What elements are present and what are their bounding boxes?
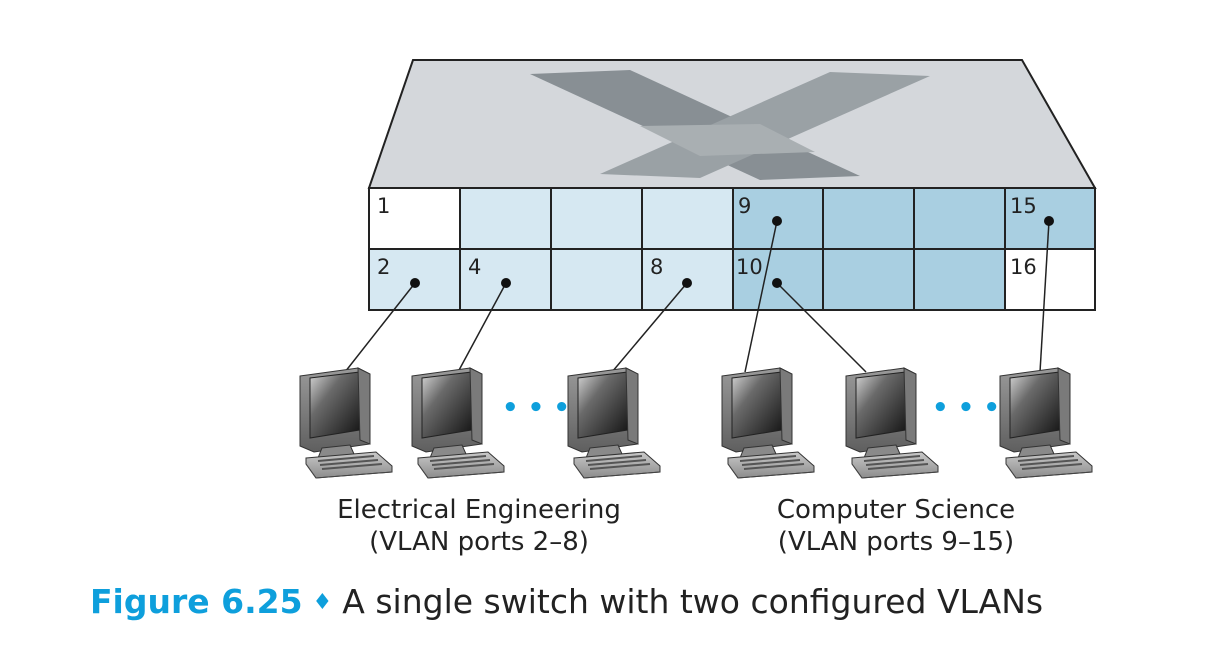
- figure-caption: Figure 6.25 ♦ A single switch with two con…: [90, 582, 1043, 621]
- port-panel: 1 2 4 8 9 10 15 16: [368, 187, 1096, 311]
- figure-number: Figure 6.25: [90, 582, 303, 621]
- ee-group-label: Electrical Engineering (VLAN ports 2–8): [299, 494, 659, 558]
- cs-group-name: Computer Science: [776, 495, 1016, 525]
- port-dot-9: [772, 216, 782, 226]
- port-16: [1004, 248, 1096, 311]
- cable-port-10: [776, 282, 867, 373]
- computer-icon: [299, 367, 393, 479]
- port-13: [913, 187, 1006, 250]
- caption-text: A single switch with two configured VLAN…: [342, 582, 1044, 621]
- port-label-1: 1: [377, 194, 390, 218]
- port-label-2: 2: [377, 255, 390, 279]
- ee-ellipsis: • • •: [502, 393, 570, 423]
- port-5: [550, 187, 643, 250]
- cable-port-15: [1039, 220, 1050, 373]
- port-label-10: 10: [736, 255, 763, 279]
- port-label-4: 4: [468, 255, 481, 279]
- port-7: [641, 187, 734, 250]
- port-dot-10: [772, 278, 782, 288]
- cs-ellipsis: • • •: [932, 393, 1000, 423]
- caption-separator-icon: ♦: [312, 590, 333, 615]
- port-dot-2: [410, 278, 420, 288]
- cs-group-ports: (VLAN ports 9–15): [777, 527, 1015, 557]
- cable-port-8: [611, 282, 688, 373]
- ee-group-name: Electrical Engineering: [337, 495, 621, 525]
- cable-port-4: [457, 282, 507, 373]
- port-12: [822, 248, 915, 311]
- port-label-16: 16: [1010, 255, 1037, 279]
- switch-crossbar-icon: [530, 70, 930, 180]
- port-dot-8: [682, 278, 692, 288]
- port-3: [459, 187, 552, 250]
- port-dot-4: [501, 278, 511, 288]
- port-dot-15: [1044, 216, 1054, 226]
- cable-port-2: [344, 282, 416, 373]
- cable-port-9: [744, 220, 778, 373]
- port-11: [822, 187, 915, 250]
- computer-icon: [411, 367, 505, 479]
- ee-group-ports: (VLAN ports 2–8): [369, 527, 589, 557]
- port-label-9: 9: [738, 194, 751, 218]
- computer-icon: [845, 367, 939, 479]
- computer-icon: [721, 367, 815, 479]
- port-6: [550, 248, 643, 311]
- computer-icon: [567, 367, 661, 479]
- cables: [344, 220, 1050, 373]
- port-14: [913, 248, 1006, 311]
- port-label-15: 15: [1010, 194, 1037, 218]
- port-label-8: 8: [650, 255, 663, 279]
- computer-icon: [999, 367, 1093, 479]
- cs-group-label: Computer Science (VLAN ports 9–15): [716, 494, 1076, 558]
